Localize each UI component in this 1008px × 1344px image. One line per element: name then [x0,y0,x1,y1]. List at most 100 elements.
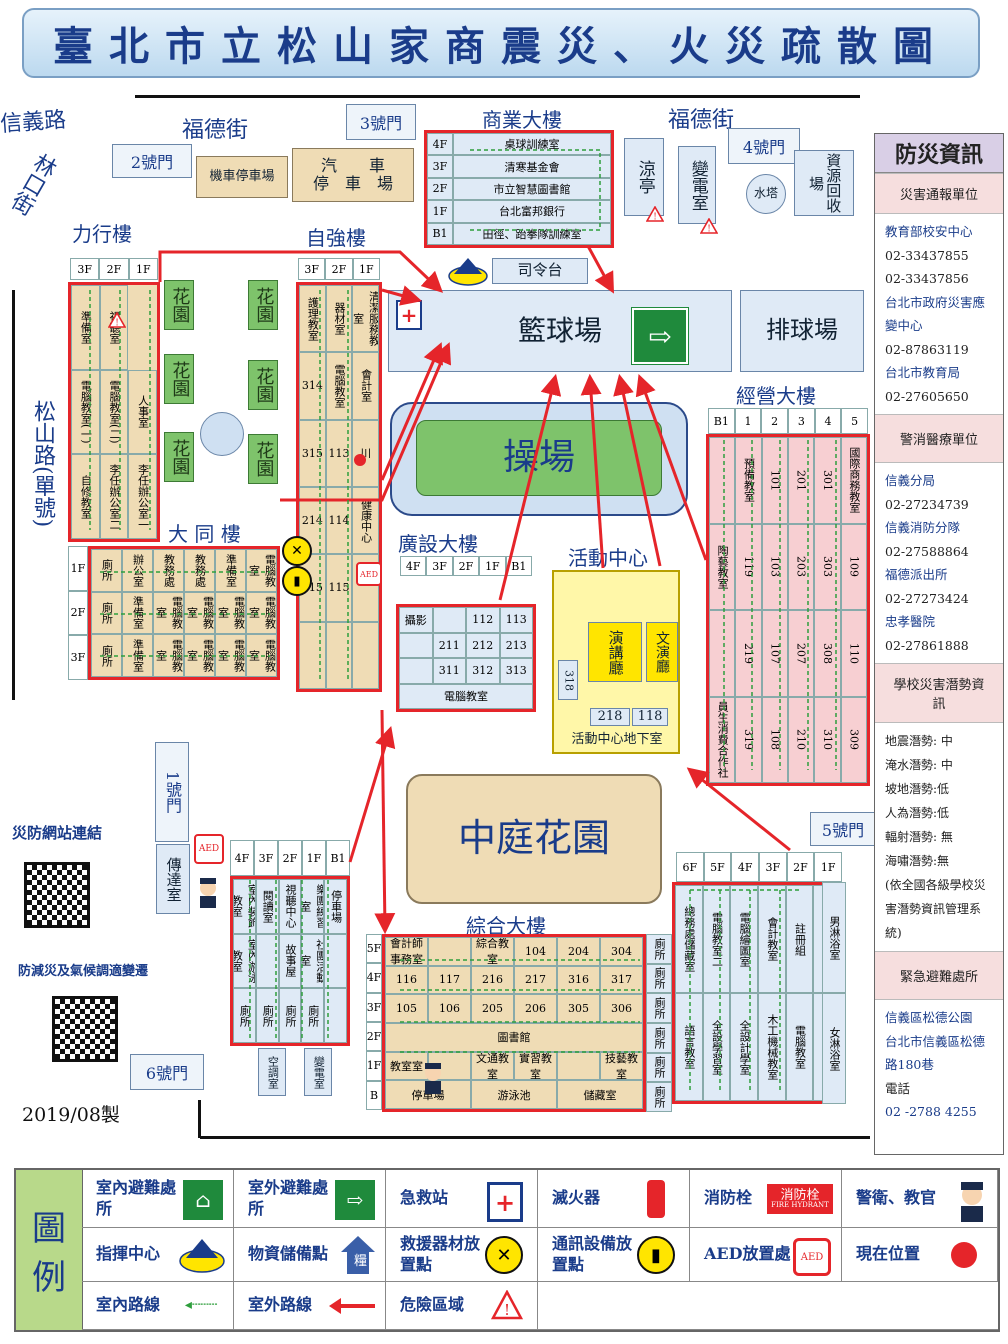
legend-current-position: 現在位置 [842,1228,998,1282]
route-line [319,290,349,680]
legend-supplies: 物資儲備點 糧 [234,1228,386,1282]
floor-label: 3F [298,258,326,280]
courtyard-garden: 中庭花園 [406,774,662,904]
room: 男淋浴室 [822,882,846,993]
room: 清潔服務教室 [352,285,379,353]
room: 303 [814,523,841,610]
wall-left [12,290,15,700]
guangshe-label: 廣設大樓 [398,532,478,556]
room: 會計教室 [757,885,786,993]
ziqiang-label: 自強樓 [306,226,366,250]
room: 115 [325,554,353,622]
room: 廁所 [91,591,122,635]
floor-label: B1 [708,408,735,434]
guard-icon [196,876,220,908]
room: 電腦教室(一) [71,369,100,455]
zonghe-left-floors: 4F 3F 2F 1F B1 [230,840,350,876]
legend-hazard: 危險區域 ! [386,1282,538,1330]
indoor-route-icon: ◂┄┄┄ [184,1297,218,1313]
rescue-equipment-icon: ✕ [282,536,312,566]
list-item: 福德派出所 [885,567,948,582]
legend-label: 現在位置 [856,1244,921,1264]
floor-label: 4F [366,963,382,993]
gate-1: 1號門 [155,742,189,842]
legend-indoor-shelter: 室內避難處所 ⌂ [82,1170,234,1228]
room: 112 [466,607,500,633]
shower-rooms: 男淋浴室 女淋浴室 [822,882,846,1104]
car-parking: 汽 車 停 車 場 [292,148,414,202]
room: 全設計學室 [730,993,758,1101]
route-line [100,571,270,657]
pavilion: 涼亭 [624,138,664,216]
floor-label: 2 [761,408,788,434]
rescue-equipment-icon: ✕ [485,1236,523,1274]
floor-label: 4F [731,852,759,882]
hazard-potential-list: 地震潛勢: 中 淹水潛勢: 中 坡地潛勢:低 人為潛勢:低 輻射潛勢: 無 海嘯… [875,723,1003,951]
room [325,621,353,689]
qr-code-climate[interactable] [52,996,118,1062]
zonghe-main-building: 會計師事務室 綜合教室 104 204 304 116 117 216 217 … [382,934,646,1112]
svg-text:!: ! [504,1301,510,1319]
route-line [381,285,423,306]
current-position-icon [951,1242,977,1268]
aed-icon: AED [793,1238,831,1276]
room: 217 [514,965,557,995]
floor-label: 4F [400,556,427,576]
room [709,437,736,524]
room: 304 [600,937,643,966]
floor-label: 1F [128,258,158,280]
hazard-icon: ! [645,205,665,223]
floor-label: 5F [703,852,732,882]
side-panel-heading: 防災資訊 [875,134,1003,173]
datong-label: 大 同 樓 [168,522,241,546]
room [352,621,379,689]
wall-bottom [200,1136,870,1139]
route-line [374,709,396,935]
aed-icon: AED [356,562,382,586]
room: 辦公室 [122,549,153,592]
hydrant-sub: FIRE HYDRANT [771,1201,829,1209]
qr-code-disaster-site[interactable] [24,862,90,928]
legend-label: 室內路線 [96,1295,161,1315]
library: 圖書館 [385,1022,643,1052]
room: 210 [788,696,815,783]
command-stage: 司令台 [492,258,588,284]
list-item: 坡地潛勢:低 [885,782,950,796]
qr-label-top: 災防網站連結 [12,824,103,842]
guard-icon [420,1060,446,1094]
activity-center: 演講廳 文演廳 318 218 118 活動中心地下室 [552,570,680,754]
room: 101 [761,437,788,524]
room: 103 [761,523,788,610]
legend-outdoor-route: 室外路線 [234,1282,386,1330]
legend-label: 室外路線 [248,1295,313,1315]
jingying-floors: B1 1 2 3 4 5 [708,408,868,434]
room: 201 [788,437,815,524]
room: 212 [466,632,500,658]
room: 110 [840,610,867,697]
list-item: 02-27234739 [885,496,969,512]
list-item: 台北市教育局 [885,365,961,380]
hazard-icon: ! [699,217,719,235]
jingying-building: 預備教室 101 201 301 國際商務教室 陶藝教室 119 103 203… [706,434,870,786]
legend-hydrant: 消防栓 消防栓 FIRE HYDRANT [690,1170,842,1228]
communication-icon: ▮ [282,566,312,596]
list-item: 海嘯潛勢:無 [885,854,950,868]
floor-label: 3F [68,635,88,680]
gate-6: 6號門 [130,1054,204,1090]
legend-label: AED放置處 [704,1244,791,1264]
moto-parking: 機車停車場 [196,156,288,198]
floor-label: 1F [302,840,326,876]
route-line [613,373,662,567]
room: 李任辦公室一 [128,454,157,539]
room: 準備室 [71,285,100,370]
route-line [158,250,444,293]
room: 廁所 [646,993,672,1023]
room [352,554,379,622]
activity-label: 活動中心 [568,546,648,570]
route-line [470,149,601,231]
floor-label: 1F [814,852,842,882]
room: 電腦教室 [215,591,246,635]
legend-label: 室內避難處所 [96,1177,177,1218]
room: 電腦教室 [246,591,277,635]
room: 廁所 [646,934,672,964]
